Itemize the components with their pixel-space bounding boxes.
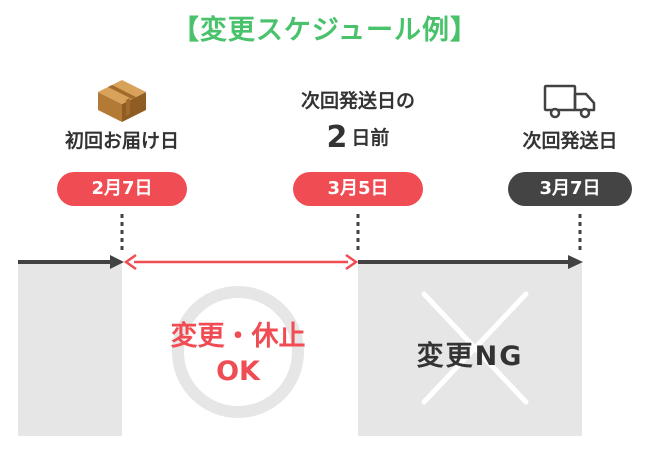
change-window-arrow-left-head	[123, 253, 137, 271]
next-shipment-date-pill: 3月7日	[508, 172, 632, 206]
page-title: 【変更スケジュール例】	[171, 15, 479, 46]
delivery-truck-icon	[543, 84, 596, 119]
denied-zone-label: 変更NG	[416, 341, 524, 372]
allowed-zone-label-line1: 変更・休止	[170, 321, 306, 352]
deadline-date-pill: 3月5日	[293, 172, 423, 206]
timeline-end-arrowhead	[568, 255, 583, 269]
allowed-zone-label-line2: OK	[216, 356, 260, 387]
cardboard-box-icon	[98, 80, 146, 122]
deadline-caption-top: 次回発送日の	[300, 90, 415, 112]
next-shipment-caption: 次回発送日	[522, 130, 618, 152]
circle-ok-mark	[172, 286, 304, 418]
timeline-start-arrowhead	[110, 255, 124, 269]
pre-period-panel	[18, 262, 122, 436]
deadline-days-number: 2	[326, 120, 348, 155]
deadline-days-suffix: 日前	[351, 127, 390, 149]
first-delivery-caption: 初回お届け日	[64, 130, 179, 152]
cross-ng-mark	[421, 291, 529, 405]
ng-period-panel	[358, 262, 582, 436]
change-window-arrow-right-head	[345, 253, 359, 271]
first-delivery-date-pill: 2月7日	[57, 172, 187, 206]
